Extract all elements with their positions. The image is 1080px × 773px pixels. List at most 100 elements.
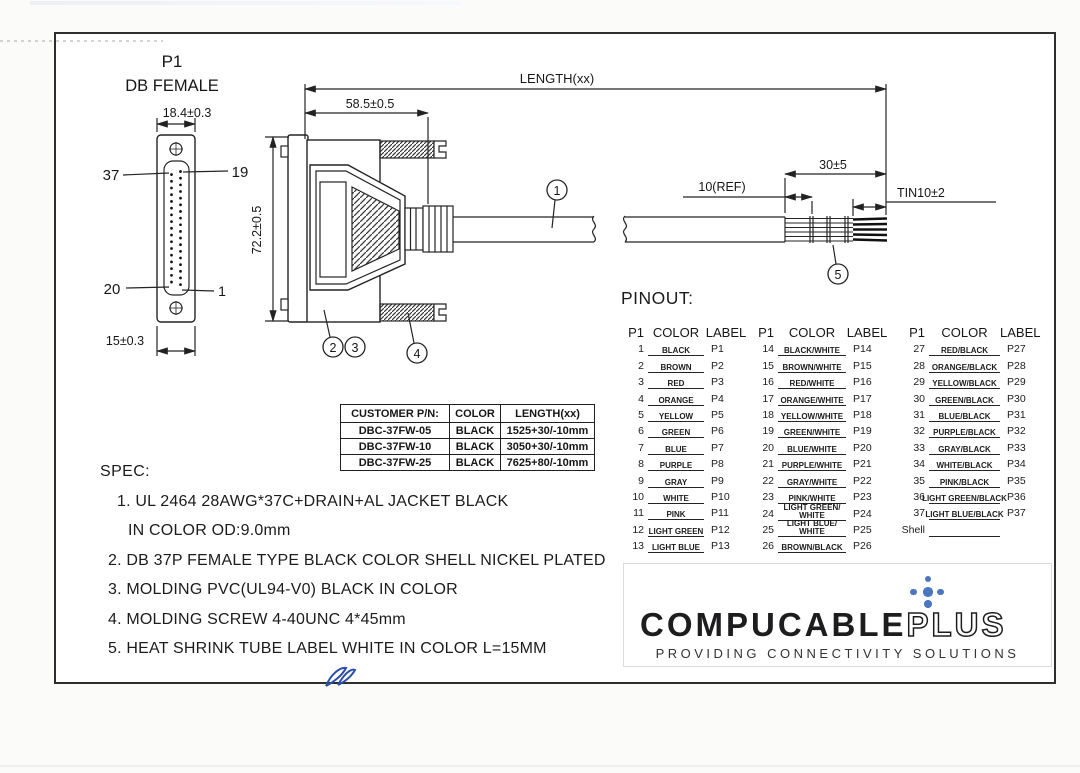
wire-color: BROWN/BLACK: [778, 537, 846, 554]
callout-4-number: 4: [414, 347, 421, 361]
wire-color: GREEN/WHITE: [778, 422, 846, 439]
wire-color: PINK/WHITE: [778, 488, 846, 504]
pinout-group-1: P1 COLOR LABEL 1 BLACK P1 2 BROWN P2 3 R…: [621, 319, 748, 554]
pin-number: 36: [913, 490, 925, 503]
wire-label: P23: [853, 490, 872, 503]
pinout-row: 21 PURPLE/WHITE P21: [753, 455, 888, 472]
pinout-row: 22 GRAY/WHITE P22: [753, 471, 888, 488]
pinout-row: 5 YELLOW P5: [621, 406, 748, 422]
cell-length: 3050+30/-10mm: [500, 438, 595, 455]
wire-color: BLUE: [648, 438, 704, 455]
wire-color: YELLOW/WHITE: [778, 406, 846, 422]
wire-color: PINK: [648, 504, 704, 521]
pin-number: 6: [638, 425, 644, 438]
pinout-row: 35 PINK/BLACK P35: [901, 471, 1040, 488]
callout-4-balloon: [406, 342, 428, 364]
pin-number: 21: [762, 458, 774, 471]
pinout-row: 9 GRAY P9: [621, 471, 748, 488]
wire-label: P11: [711, 507, 729, 520]
pinout-row: 36 LIGHT GREEN/BLACK P36: [901, 488, 1040, 504]
wire-color: PINK/BLACK: [929, 471, 1000, 488]
pinout-header-label: LABEL: [705, 325, 747, 340]
scan-edge-artifact-bottom: [0, 765, 1080, 767]
wire-label: P1: [711, 343, 724, 356]
connector-shell-outline: [156, 134, 196, 323]
pin-number: 8: [638, 458, 644, 471]
header-color: COLOR: [449, 404, 501, 423]
flange: [287, 134, 309, 323]
wire-label: P6: [711, 425, 724, 438]
wire-color: LIGHT GREEN: [648, 520, 704, 537]
pin-number: 17: [762, 392, 774, 405]
wire-label: P15: [853, 359, 872, 372]
pinout-group-2: P1 COLOR LABEL 14 BLACK/WHITE P14 15 BRO…: [753, 319, 888, 554]
wire-color: LIGHT BLUE/BLACK: [925, 504, 1004, 521]
wire-color: BLACK: [648, 340, 704, 357]
pin-number: 20: [762, 441, 774, 454]
wire-label: P30: [1007, 392, 1026, 405]
pin-number: 1: [638, 343, 644, 356]
pinout-header-label: LABEL: [1000, 325, 1041, 340]
wire-label: P29: [1007, 376, 1026, 389]
pinout-row: 13 LIGHT BLUE P13: [621, 537, 748, 554]
logo-dot-top: [925, 576, 931, 582]
pinout-title: PINOUT:: [621, 288, 694, 308]
pinout-row: 20 BLUE/WHITE P20: [753, 438, 888, 455]
pin-number: 4: [638, 392, 644, 405]
logo-dot-right: [937, 588, 944, 595]
pin-number: 13: [632, 540, 644, 553]
pin-number: 28: [913, 359, 925, 372]
wire-color: GREEN/BLACK: [929, 389, 1000, 406]
pinout-header-pin: P1: [628, 325, 644, 340]
front-view-title: P1: [162, 52, 183, 71]
cell-length: 7625+80/-10mm: [500, 454, 595, 471]
callout-2-number: 2: [330, 341, 337, 355]
pin-label-bottom-left: 20: [104, 281, 121, 298]
wire-label: P9: [711, 474, 724, 487]
pinout-row: 34 WHITE/BLACK P34: [901, 455, 1040, 472]
spec-item: 1. UL 2464 28AWG*37C+DRAIN+AL JACKET BLA…: [117, 492, 509, 510]
wire-label: P36: [1007, 490, 1026, 503]
pin-number: 27: [913, 343, 925, 356]
wire-color: GRAY/WHITE: [778, 471, 846, 488]
pinout-row: 25 LIGHT BLUE/ WHITE P25: [753, 520, 888, 538]
customer-pn-table: CUSTOMER P/N: COLOR LENGTH(xx) DBC-37FW-…: [340, 404, 595, 471]
pinout-row: 3 RED P3: [621, 373, 748, 390]
wire-color: GREEN: [648, 422, 704, 439]
table-row: DBC-37FW-10 BLACK 3050+30/-10mm: [340, 438, 595, 455]
pin-number: 35: [913, 474, 925, 487]
pin-number: 11: [633, 507, 644, 520]
wire-label: P37: [1007, 507, 1026, 520]
pinout-row: 30 GREEN/BLACK P30: [901, 389, 1040, 406]
pin-number: 5: [638, 408, 644, 421]
pinout-row: 17 ORANGE/WHITE P17: [753, 389, 888, 406]
pin-number: 26: [762, 540, 774, 553]
pin-number: 24: [762, 507, 774, 520]
pinout-row: 29 YELLOW/BLACK P29: [901, 373, 1040, 390]
wire-label: P16: [853, 376, 872, 389]
wire-color: LIGHT GREEN/ WHITE: [778, 503, 846, 521]
wire-label: P32: [1007, 425, 1026, 438]
pinout-header-pin: P1: [758, 325, 774, 340]
table-row: DBC-37FW-05 BLACK 1525+30/-10mm: [340, 422, 595, 439]
spec-item: 5. HEAT SHRINK TUBE LABEL WHITE IN COLOR…: [108, 640, 547, 657]
spec-title: SPEC:: [100, 463, 151, 480]
dim-hood-length: 58.5±0.5: [346, 97, 395, 111]
boot-label-window: [319, 181, 347, 278]
wire-color: PURPLE/WHITE: [778, 455, 846, 472]
thumbscrew-bottom: [379, 303, 435, 322]
pinout-row: 18 YELLOW/WHITE P18: [753, 406, 888, 422]
header-length: LENGTH(xx): [500, 404, 595, 423]
wire-label: P33: [1007, 441, 1026, 454]
wire-label: P31: [1007, 408, 1026, 421]
pinout-row: Shell: [901, 520, 1040, 537]
wire-label: P13: [711, 540, 730, 553]
pin-number: 22: [762, 474, 774, 487]
wire-label: P21: [853, 458, 872, 471]
dim-strip-length: 30±5: [819, 158, 847, 172]
cable-break-left: [591, 215, 597, 243]
pinout-row: 6 GREEN P6: [621, 422, 748, 439]
cell-part-number: DBC-37FW-10: [340, 438, 450, 455]
wire-color: PURPLE: [648, 455, 704, 472]
